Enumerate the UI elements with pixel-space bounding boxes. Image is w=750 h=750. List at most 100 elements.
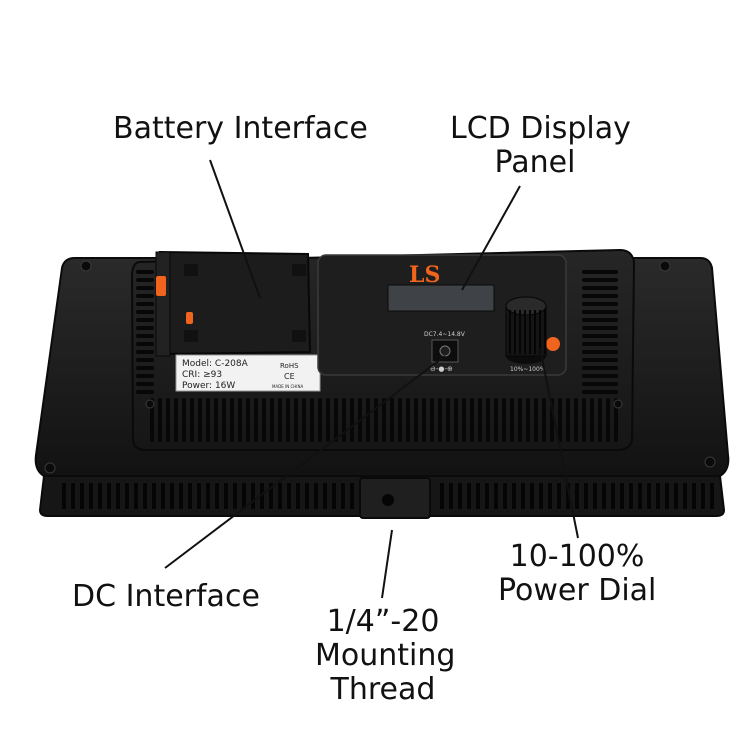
- mounting-thread-block: [359, 477, 431, 519]
- housing-fin: [446, 398, 450, 442]
- side-fin: [136, 278, 154, 282]
- vent-slot: [215, 483, 219, 509]
- knob-ridge: [529, 310, 531, 354]
- vent-slot: [161, 483, 165, 509]
- housing-fin: [214, 398, 218, 442]
- battery-latch-bottom: [292, 330, 306, 342]
- housing-fin: [150, 398, 154, 442]
- vent-slot: [485, 483, 489, 509]
- housing-fin: [470, 398, 474, 442]
- vent-slot: [602, 483, 606, 509]
- side-fin: [582, 342, 618, 346]
- callout-lcd-line-1: LCD Display: [450, 111, 631, 146]
- side-fin: [582, 390, 618, 394]
- vent-slot: [62, 483, 66, 509]
- vent-slot: [260, 483, 264, 509]
- housing-fin: [430, 398, 434, 442]
- callout-power-dial: 10-100% Power Dial: [498, 540, 656, 608]
- vent-slot: [674, 483, 678, 509]
- housing-fin: [518, 398, 522, 442]
- vent-slot: [620, 483, 624, 509]
- side-fin: [136, 310, 154, 314]
- vent-slot: [251, 483, 255, 509]
- screw: [613, 399, 623, 409]
- screw: [704, 456, 716, 468]
- housing-fin: [478, 398, 482, 442]
- housing-fin: [270, 398, 274, 442]
- vent-slot: [494, 483, 498, 509]
- housing-fin: [598, 398, 602, 442]
- control-panel: [317, 254, 567, 376]
- callout-lcd-line-2: Panel: [494, 145, 576, 180]
- label-model: Model: C-208A: [182, 359, 249, 369]
- side-fin: [582, 310, 618, 314]
- housing-fin: [534, 398, 538, 442]
- housing-fin: [382, 398, 386, 442]
- knob-ridge: [544, 310, 546, 354]
- vent-slot: [116, 483, 120, 509]
- side-fin: [582, 270, 618, 274]
- vent-slot: [647, 483, 651, 509]
- callout-battery-interface: Battery Interface: [113, 112, 368, 146]
- label-rohs: RoHS: [280, 362, 299, 370]
- battery-rail: [155, 251, 171, 357]
- housing-fin: [398, 398, 402, 442]
- battery-latch-top: [184, 264, 198, 276]
- side-fin: [136, 366, 154, 370]
- vent-slot: [584, 483, 588, 509]
- dc-rating: DC7.4~14.8V: [424, 331, 466, 338]
- side-fin: [136, 326, 154, 330]
- housing-fin: [558, 398, 562, 442]
- housing-fin: [390, 398, 394, 442]
- side-fin: [136, 382, 154, 386]
- side-fin: [582, 294, 618, 298]
- housing-fin: [454, 398, 458, 442]
- vent-slot: [503, 483, 507, 509]
- vent-slot: [665, 483, 669, 509]
- vent-slot: [107, 483, 111, 509]
- vent-slot: [233, 483, 237, 509]
- dc-polarity-icon: ⊖-●-⊕: [430, 365, 453, 373]
- side-fin: [582, 350, 618, 354]
- vent-slot: [449, 483, 453, 509]
- vent-slot: [143, 483, 147, 509]
- battery-release-button: [186, 312, 193, 324]
- housing-fin: [414, 398, 418, 442]
- side-fin: [582, 318, 618, 322]
- housing-fin: [366, 398, 370, 442]
- label-cri: CRI: ≥93: [182, 370, 222, 380]
- vent-slot: [98, 483, 102, 509]
- vent-slot: [134, 483, 138, 509]
- side-fin: [136, 286, 154, 290]
- vent-slot: [305, 483, 309, 509]
- vent-slot: [206, 483, 210, 509]
- vent-slot: [701, 483, 705, 509]
- callout-dial-line-1: 10-100%: [509, 539, 645, 574]
- vent-slot: [656, 483, 660, 509]
- vent-slot: [683, 483, 687, 509]
- label-origin: MADE IN CHINA: [272, 384, 303, 389]
- label-ce: CE: [284, 372, 295, 381]
- side-fin: [136, 294, 154, 298]
- label-power: Power: 16W: [182, 381, 235, 391]
- power-dial-knob: [505, 296, 547, 364]
- leader-line-dc: [164, 355, 446, 569]
- housing-fins: [150, 398, 618, 442]
- side-fin: [136, 334, 154, 338]
- housing-fin: [158, 398, 162, 442]
- vent-slot: [152, 483, 156, 509]
- housing-fin: [526, 398, 530, 442]
- vent-slot: [314, 483, 318, 509]
- screw: [659, 260, 671, 272]
- housing-fin: [614, 398, 618, 442]
- vent-slot: [440, 483, 444, 509]
- knob-ridge: [524, 310, 526, 354]
- housing-fin: [510, 398, 514, 442]
- housing-fin: [222, 398, 226, 442]
- side-fin: [582, 278, 618, 282]
- side-fin: [136, 358, 154, 362]
- housing-fin: [342, 398, 346, 442]
- housing-fin: [302, 398, 306, 442]
